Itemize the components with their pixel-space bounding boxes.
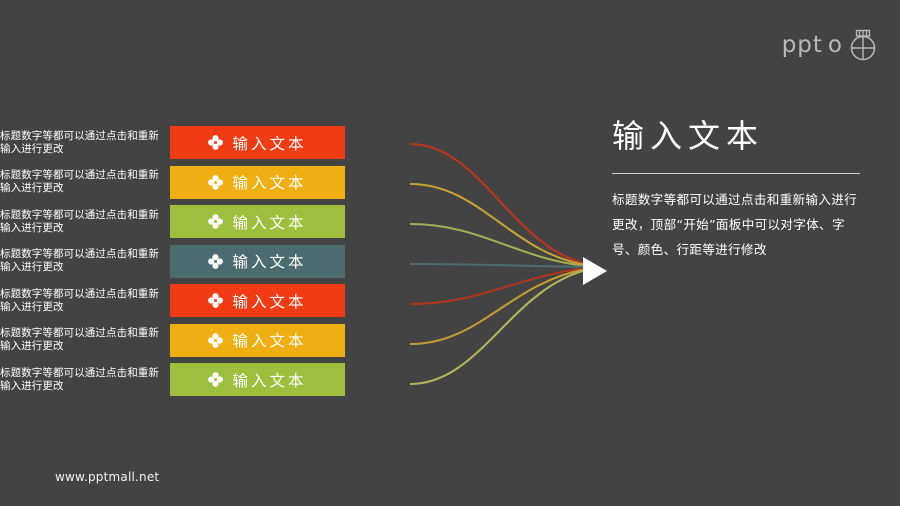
brand-logo: ppt o (782, 28, 878, 62)
detail-panel: 输入文本 标题数字等都可以通过点击和重新输入进行更改，顶部“开始”面板中可以对字… (612, 118, 860, 262)
footer-url: www.pptmall.net (55, 470, 160, 484)
clover-icon (208, 332, 224, 348)
flow-line-5 (410, 266, 587, 306)
clover-icon (208, 174, 224, 190)
process-rows-list: 标题数字等都可以通过点击和重新输入进行更改 输入文本 标题数字等都可以通过点击和… (0, 126, 412, 403)
row-bar[interactable]: 输入文本 (170, 244, 345, 278)
row-bar-label: 输入文本 (232, 134, 307, 153)
list-item[interactable]: 标题数字等都可以通过点击和重新输入进行更改 输入文本 (0, 165, 412, 199)
row-bar-label: 输入文本 (232, 292, 307, 311)
row-description: 标题数字等都可以通过点击和重新输入进行更改 (0, 169, 159, 194)
row-bar-label: 输入文本 (232, 213, 307, 232)
row-description: 标题数字等都可以通过点击和重新输入进行更改 (0, 129, 159, 155)
balloon-globe-icon (850, 29, 876, 61)
row-bar-label: 输入文本 (232, 253, 307, 271)
row-bar-label: 输入文本 (232, 332, 307, 350)
row-bar[interactable]: 输入文本 (170, 165, 345, 199)
flow-line-6 (410, 267, 587, 346)
panel-body-text: 标题数字等都可以通过点击和重新输入进行更改，顶部“开始”面板中可以对字体、字号、… (612, 191, 857, 257)
logo-wordmark: ppt (781, 31, 823, 58)
flow-line-7 (410, 268, 587, 386)
row-description: 标题数字等都可以通过点击和重新输入进行更改 (0, 366, 159, 392)
row-bar[interactable]: 输入文本 (170, 126, 345, 159)
row-bar[interactable]: 输入文本 (170, 323, 345, 357)
row-bar[interactable]: 输入文本 (170, 205, 345, 238)
page-title: 输入文本 (612, 117, 765, 155)
row-bar-label: 输入文本 (232, 174, 307, 192)
flow-line-3 (410, 222, 587, 268)
row-description: 标题数字等都可以通过点击和重新输入进行更改 (0, 287, 159, 313)
logo-letter-o: o (827, 31, 843, 58)
clover-icon (208, 372, 224, 387)
row-bar[interactable]: 输入文本 (170, 363, 345, 396)
clover-icon (208, 253, 224, 269)
play-triangle-icon (583, 257, 607, 285)
list-item[interactable]: 标题数字等都可以通过点击和重新输入进行更改 输入文本 (0, 284, 412, 317)
row-description: 标题数字等都可以通过点击和重新输入进行更改 (0, 248, 159, 273)
list-item[interactable]: 标题数字等都可以通过点击和重新输入进行更改 输入文本 (0, 363, 412, 396)
row-bar-label: 输入文本 (232, 371, 307, 390)
list-item[interactable]: 标题数字等都可以通过点击和重新输入进行更改 输入文本 (0, 205, 412, 238)
converging-flow-lines (410, 142, 587, 386)
flow-line-2 (410, 182, 587, 267)
row-bar[interactable]: 输入文本 (170, 284, 345, 317)
flow-line-1 (410, 142, 587, 266)
row-description: 标题数字等都可以通过点击和重新输入进行更改 (0, 327, 159, 352)
clover-icon (208, 214, 224, 229)
divider (612, 172, 860, 174)
flow-line-4 (410, 262, 587, 269)
list-item[interactable]: 标题数字等都可以通过点击和重新输入进行更改 输入文本 (0, 244, 412, 278)
clover-icon (208, 293, 224, 308)
list-item[interactable]: 标题数字等都可以通过点击和重新输入进行更改 输入文本 (0, 323, 412, 357)
clover-icon (208, 135, 224, 150)
list-item[interactable]: 标题数字等都可以通过点击和重新输入进行更改 输入文本 (0, 126, 412, 159)
row-description: 标题数字等都可以通过点击和重新输入进行更改 (0, 208, 159, 234)
